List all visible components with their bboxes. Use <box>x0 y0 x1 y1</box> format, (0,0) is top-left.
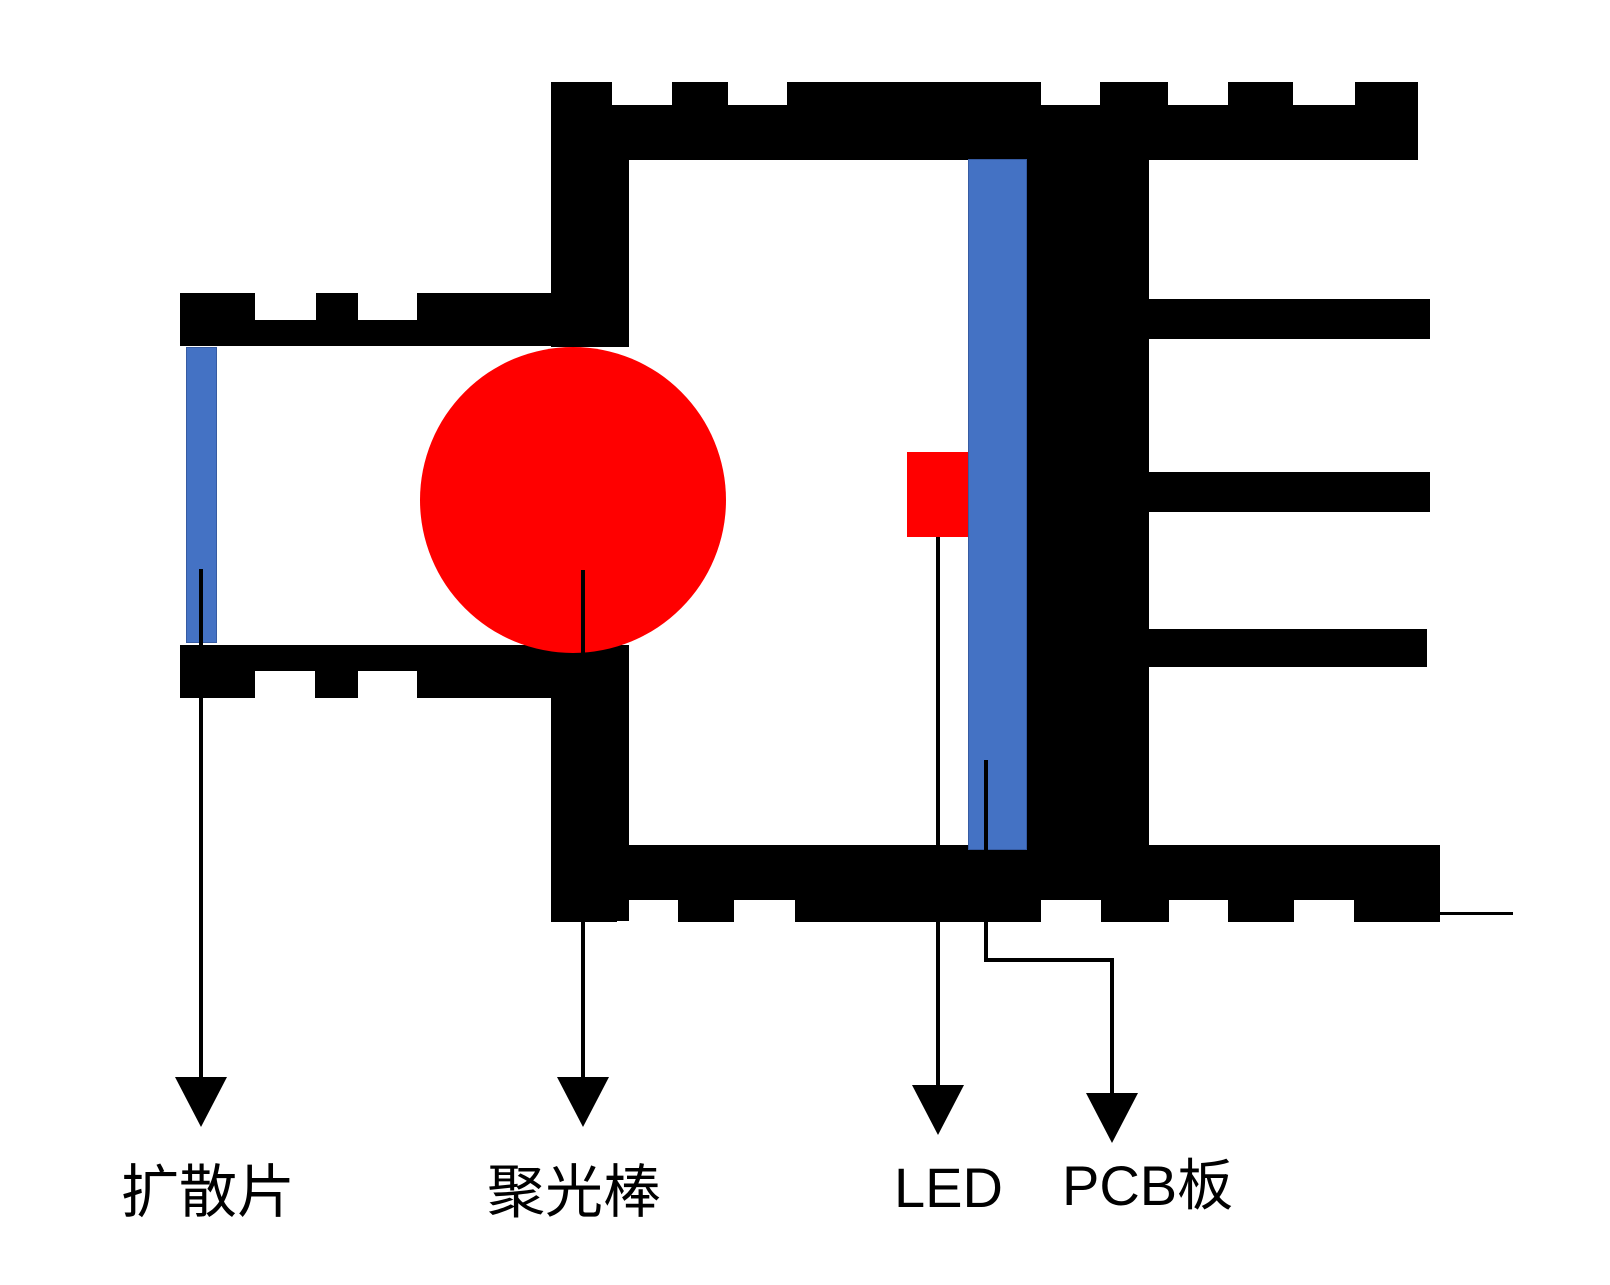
down-arrowhead <box>912 1085 964 1135</box>
heatsink-fin <box>1149 629 1427 667</box>
wall-tooth <box>551 82 612 107</box>
label-condenser-rod: 聚光棒 <box>487 1160 662 1225</box>
wall-tooth <box>417 293 551 321</box>
wall-tooth <box>1101 900 1169 922</box>
pcb-leader-line-vertical-2 <box>1110 958 1114 1097</box>
down-arrowhead <box>1086 1093 1138 1143</box>
housing-leader-line <box>1440 912 1513 915</box>
heatsink-fin <box>1149 299 1430 339</box>
pcb-board <box>968 159 1027 850</box>
wall-tooth <box>316 293 358 321</box>
pcb-leader-line-vertical-1 <box>984 760 988 962</box>
wall-tooth <box>315 670 358 698</box>
wall-tooth <box>1228 82 1293 107</box>
wall-tooth <box>1228 900 1294 922</box>
wall-tooth <box>417 670 551 698</box>
wall-tooth <box>1100 82 1168 107</box>
down-arrowhead <box>557 1077 609 1127</box>
wall-tooth <box>1354 900 1440 922</box>
pcb-leader-line-horizontal <box>984 958 1114 962</box>
led-chip <box>907 452 968 537</box>
label-led: LED <box>894 1156 1003 1219</box>
diffuser-leader-line <box>199 569 203 1079</box>
wall-tooth <box>672 82 728 107</box>
wall-tooth <box>678 900 734 922</box>
heatsink-fin <box>1149 472 1430 512</box>
chamber-right-wall <box>1027 160 1149 846</box>
wall-tooth <box>180 293 255 321</box>
chamber-top-wall <box>551 105 1418 160</box>
led-leader-line <box>936 537 940 1087</box>
wall-tooth <box>1355 82 1418 107</box>
condenser-rod-leader-line <box>581 570 585 1079</box>
label-diffuser: 扩散片 <box>121 1160 296 1225</box>
wall-tooth <box>787 82 1041 107</box>
chamber-left-wall-upper <box>551 160 629 347</box>
condenser-rod <box>420 347 726 653</box>
down-arrowhead <box>175 1077 227 1127</box>
wall-tooth <box>795 900 1041 922</box>
wall-tooth <box>180 670 255 698</box>
chamber-bottom-wall <box>551 845 1440 900</box>
left-barrel-bottom-wall <box>180 645 551 671</box>
label-pcb-board: PCB板 <box>1062 1154 1234 1217</box>
